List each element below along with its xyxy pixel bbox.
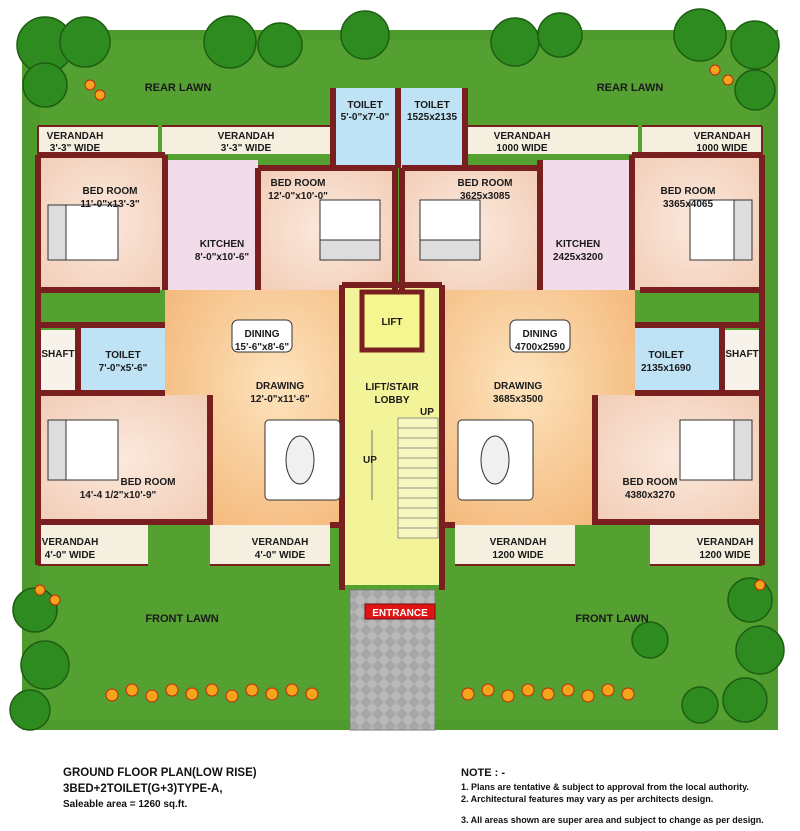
dining-right: DINING	[523, 329, 558, 340]
toilet-top-left-size: 5'-0"x7'-0"	[341, 112, 390, 123]
drawing-left-size: 12'-0"x11'-6"	[250, 394, 310, 405]
note-item: 3. All areas shown are super area and su…	[461, 815, 764, 825]
walls	[35, 88, 765, 590]
rear-lawn-left-label: REAR LAWN	[145, 82, 212, 94]
bedroom-1-right-size: 3625x3085	[460, 191, 510, 202]
verandah-top-inner-left: VERANDAH	[218, 131, 275, 142]
toilet-top-left: TOILET	[347, 100, 382, 111]
drawing-left: DRAWING	[256, 381, 305, 392]
verandah-bottom-outer-left-size: 4'-0" WIDE	[45, 550, 96, 561]
toilet-top-right-size: 1525x2135	[407, 112, 457, 123]
bedroom-2-right-size: 3365x4065	[663, 199, 713, 210]
shaft-right: SHAFT	[725, 349, 758, 360]
entrance-label: ENTRANCE	[372, 608, 428, 619]
entrance-badge	[364, 603, 436, 620]
bedroom-3-right: BED ROOM	[623, 477, 678, 488]
lift-label: LIFT	[381, 317, 402, 328]
stair-up-right: UP	[420, 407, 434, 418]
verandah-top-outer-right-size: 1000 WIDE	[696, 143, 747, 154]
flower-beds	[34, 64, 766, 703]
note-heading: NOTE : -	[461, 767, 505, 779]
front-lawn-left-label: FRONT LAWN	[145, 613, 218, 625]
bedroom-1-right: BED ROOM	[458, 178, 513, 189]
stair-up-left: UP	[363, 455, 377, 466]
kitchen-right: KITCHEN	[556, 239, 600, 250]
verandah-top-inner-right: VERANDAH	[494, 131, 551, 142]
staircase	[371, 417, 439, 539]
verandah-bottom-outer-right: VERANDAH	[697, 537, 754, 548]
bedroom-3-left-size: 14'-4 1/2"x10'-9"	[80, 490, 157, 501]
bedroom-2-right: BED ROOM	[661, 186, 716, 197]
drawing-right-size: 3685x3500	[493, 394, 543, 405]
verandah-top-inner-left-size: 3'-3" WIDE	[221, 143, 272, 154]
trees	[9, 8, 785, 731]
verandah-bottom-outer-left: VERANDAH	[42, 537, 99, 548]
lobby-label-line2: LOBBY	[375, 395, 410, 406]
bedroom-1-left-size: 11'-0"x13'-3"	[80, 199, 140, 210]
verandah-bottom-outer-right-size: 1200 WIDE	[699, 550, 750, 561]
verandah-top-outer-right: VERANDAH	[694, 131, 751, 142]
verandah-bottom-inner-left: VERANDAH	[252, 537, 309, 548]
bedroom-2-left: BED ROOM	[271, 178, 326, 189]
verandah-bottom-inner-right-size: 1200 WIDE	[492, 550, 543, 561]
thin-walls	[37, 125, 763, 566]
sofa-sets	[264, 419, 534, 501]
rear-lawn-right-label: REAR LAWN	[597, 82, 664, 94]
dining-right-size: 4700x2590	[515, 342, 565, 353]
plan-title: GROUND FLOOR PLAN(LOW RISE)	[63, 767, 257, 779]
toilet-side-right-size: 2135x1690	[641, 363, 691, 374]
kitchen-right-size: 2425x3200	[553, 252, 603, 263]
toilet-side-left: TOILET	[105, 350, 140, 361]
lobby-label-line1: LIFT/STAIR	[365, 382, 419, 393]
note-item: 2. Architectural features may vary as pe…	[461, 794, 714, 804]
kitchen-left: KITCHEN	[200, 239, 244, 250]
beds	[47, 199, 753, 481]
kitchen-left-size: 8'-0"x10'-6"	[195, 252, 250, 263]
verandah-top-inner-right-size: 1000 WIDE	[496, 143, 547, 154]
bedroom-3-right-size: 4380x3270	[625, 490, 675, 501]
verandah-top-outer-left-size: 3'-3" WIDE	[50, 143, 101, 154]
toilet-side-left-size: 7'-0"x5'-6"	[99, 363, 148, 374]
verandah-bottom-inner-left-size: 4'-0" WIDE	[255, 550, 306, 561]
note-item: 1. Plans are tentative & subject to appr…	[461, 782, 749, 792]
saleable-area: Saleable area = 1260 sq.ft.	[63, 799, 188, 810]
bedroom-1-left: BED ROOM	[83, 186, 138, 197]
verandah-top-outer-left: VERANDAH	[47, 131, 104, 142]
bedroom-2-left-size: 12'-0"x10'-0"	[268, 191, 328, 202]
dining-left: DINING	[245, 329, 280, 340]
toilet-side-right: TOILET	[648, 350, 683, 361]
front-lawn-right-label: FRONT LAWN	[575, 613, 648, 625]
dining-left-size: 15'-6"x8'-6"	[235, 342, 290, 353]
drawing-right: DRAWING	[494, 381, 543, 392]
bedroom-3-left: BED ROOM	[121, 477, 176, 488]
shaft-left: SHAFT	[41, 349, 74, 360]
toilet-top-right: TOILET	[414, 100, 449, 111]
verandah-bottom-inner-right: VERANDAH	[490, 537, 547, 548]
floor-plan-drawing: REAR LAWN REAR LAWN FRONT LAWN FRONT LAW…	[9, 8, 785, 731]
dining-tables	[231, 319, 571, 353]
plan-type: 3BED+2TOILET(G+3)TYPE-A,	[63, 783, 223, 795]
